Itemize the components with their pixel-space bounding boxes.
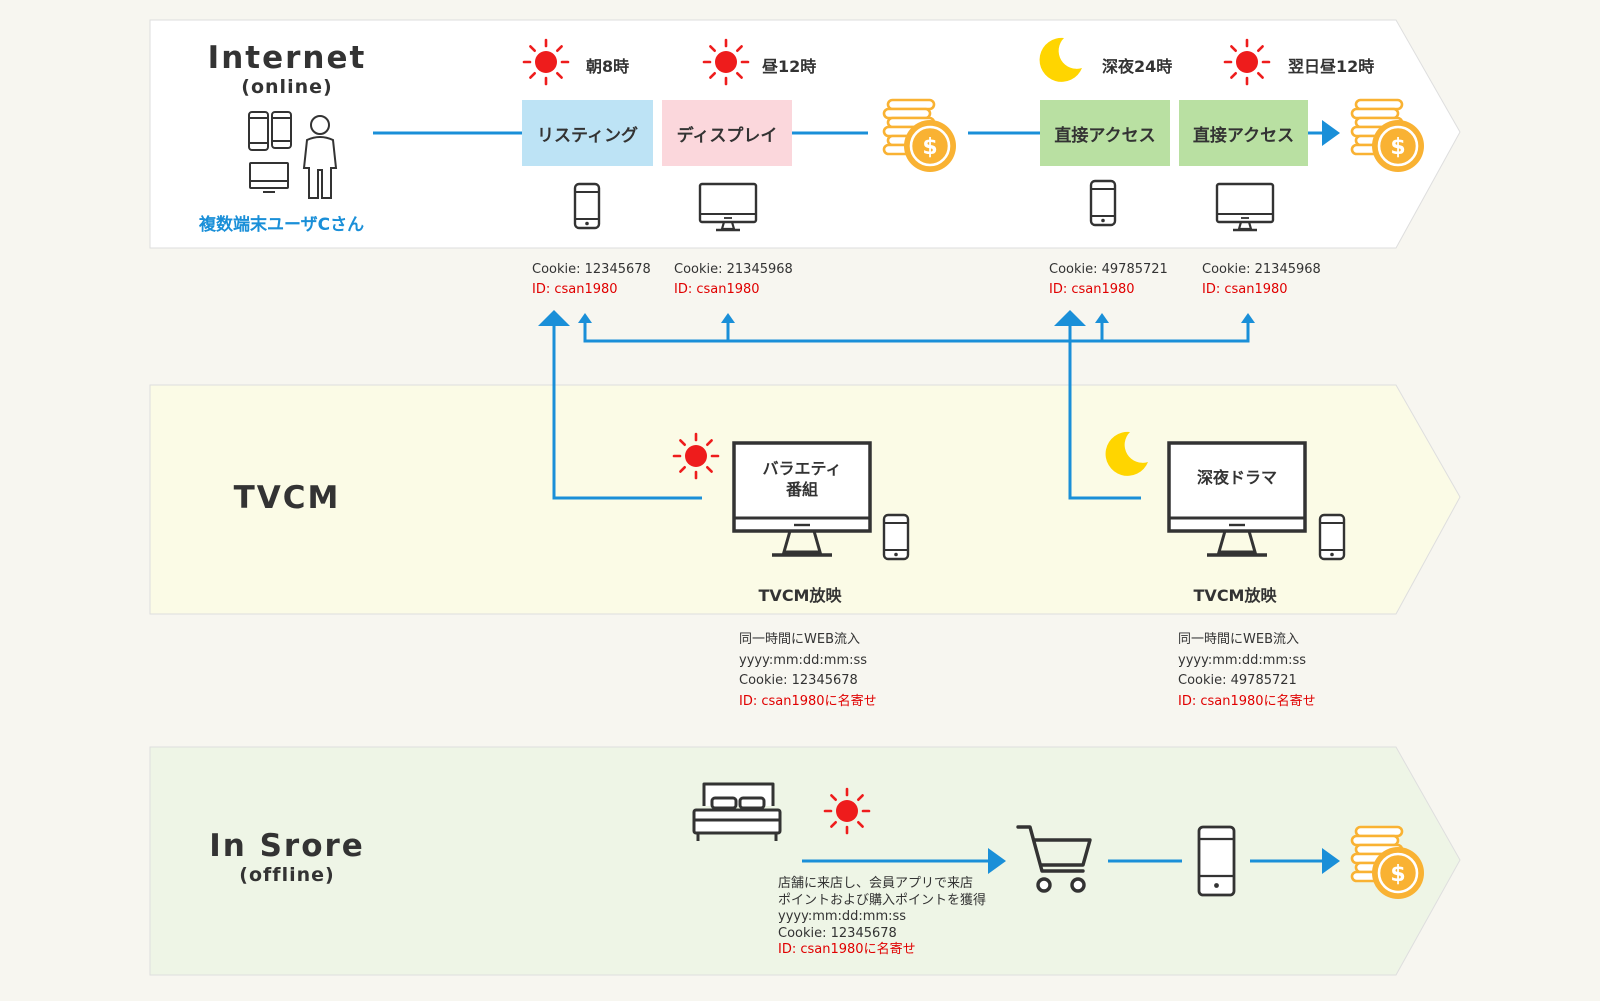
- sun-icon: [823, 787, 871, 835]
- tv-program-late-drama: 深夜ドラマ: [1196, 468, 1277, 487]
- arrowhead-up-small: [721, 313, 735, 323]
- note-line: 同一時間にWEB流入: [1178, 632, 1299, 647]
- shopping-cart-icon: [1016, 825, 1092, 893]
- id-value: ID: csan1980: [1202, 282, 1288, 297]
- band-subtitle: (offline): [239, 864, 335, 886]
- bed-icon: [692, 782, 782, 841]
- note-line: yyyy:mm:dd:mm:ss: [1178, 652, 1307, 668]
- id-link-line: [583, 322, 1250, 343]
- tvcm-band-title: TVCM: [157, 480, 417, 516]
- note-line: yyyy:mm:dd:mm:ss: [778, 909, 907, 924]
- tv-program-variety: バラエティ 番組: [762, 459, 842, 499]
- sun-icon: [1223, 38, 1271, 86]
- tv-monitor-icon: [732, 441, 872, 557]
- time-label: 翌日昼12時: [1288, 57, 1375, 76]
- touchpoint-direct-access: 直接アクセス: [1179, 100, 1308, 166]
- smartphone-icon: [1318, 513, 1346, 561]
- tvcm-note: 同一時間にWEB流入 yyyy:mm:dd:mm:ss Cookie: 1234…: [739, 630, 877, 712]
- arrowhead-up: [1054, 310, 1086, 326]
- smartphone-icon: [573, 182, 601, 230]
- tvcm-air-label: TVCM放映: [1193, 586, 1277, 605]
- flow-arrowhead: [1322, 120, 1340, 146]
- note-line: ポイントおよび購入ポイントを獲得: [778, 892, 987, 908]
- monitor-icon: [698, 182, 758, 232]
- touchpoint-display: ディスプレイ: [662, 100, 792, 166]
- tv-monitor-icon: [1167, 441, 1307, 557]
- note-id: ID: csan1980に名寄せ: [739, 693, 877, 709]
- id-value: ID: csan1980: [674, 282, 760, 297]
- cookie-caption: Cookie: 21345968 ID: csan1980: [1202, 260, 1321, 300]
- id-value: ID: csan1980: [1049, 282, 1135, 297]
- id-value: ID: csan1980: [532, 282, 618, 297]
- note-line: Cookie: 12345678: [778, 925, 897, 941]
- store-band-title: In Srore (offline): [157, 828, 417, 886]
- note-line: yyyy:mm:dd:mm:ss: [739, 652, 868, 668]
- tvcm-air-label: TVCM放映: [758, 586, 842, 605]
- tvcm-to-listing-line: [552, 325, 702, 500]
- note-id: ID: csan1980に名寄せ: [778, 942, 916, 957]
- arrowhead-up: [538, 310, 570, 326]
- note-line: Cookie: 49785721: [1178, 673, 1297, 688]
- store-arrowhead: [1322, 848, 1340, 874]
- touchpoint-listing: リスティング: [522, 100, 653, 166]
- note-line: Cookie: 12345678: [739, 673, 858, 688]
- multi-device-user-label: 複数端末ユーザCさん: [199, 215, 365, 235]
- band-subtitle: (online): [241, 76, 333, 98]
- touchpoint-direct-access: 直接アクセス: [1040, 100, 1170, 166]
- sun-icon: [702, 38, 750, 86]
- time-label: 深夜24時: [1102, 57, 1173, 76]
- cookie-value: Cookie: 49785721: [1049, 262, 1168, 277]
- tvcm-to-direct-line: [1068, 325, 1141, 500]
- store-note: 店舗に来店し、会員アプリで来店 ポイントおよび購入ポイントを獲得 yyyy:mm…: [778, 876, 986, 959]
- cookie-value: Cookie: 21345968: [1202, 262, 1321, 277]
- note-line: 店舗に来店し、会員アプリで来店: [778, 876, 974, 891]
- tvcm-note: 同一時間にWEB流入 yyyy:mm:dd:mm:ss Cookie: 4978…: [1178, 630, 1316, 712]
- arrowhead-up-small: [578, 313, 592, 323]
- smartphone-icon: [1197, 825, 1236, 897]
- internet-band-title: Internet (online): [157, 40, 417, 98]
- arrowhead-up-small: [1241, 313, 1255, 323]
- time-label: 朝8時: [586, 57, 630, 76]
- time-label: 昼12時: [762, 57, 817, 76]
- monitor-icon: [1215, 182, 1275, 232]
- band-title: In Srore: [209, 828, 365, 864]
- store-arrowhead: [988, 848, 1006, 874]
- cookie-value: Cookie: 12345678: [532, 262, 651, 277]
- smartphone-icon: [882, 513, 910, 561]
- band-title: Internet: [207, 40, 367, 76]
- cookie-caption: Cookie: 49785721 ID: csan1980: [1049, 260, 1168, 300]
- arrowhead-up-small: [1095, 313, 1109, 323]
- cookie-value: Cookie: 21345968: [674, 262, 793, 277]
- sun-icon: [672, 432, 720, 480]
- band-title: TVCM: [233, 480, 341, 516]
- smartphone-icon: [1089, 179, 1117, 227]
- sun-icon: [522, 38, 570, 86]
- cookie-caption: Cookie: 21345968 ID: csan1980: [674, 260, 793, 300]
- note-id: ID: csan1980に名寄せ: [1178, 693, 1316, 709]
- multi-device-user-icon: [248, 111, 338, 199]
- cookie-caption: Cookie: 12345678 ID: csan1980: [532, 260, 651, 300]
- note-line: 同一時間にWEB流入: [739, 632, 860, 647]
